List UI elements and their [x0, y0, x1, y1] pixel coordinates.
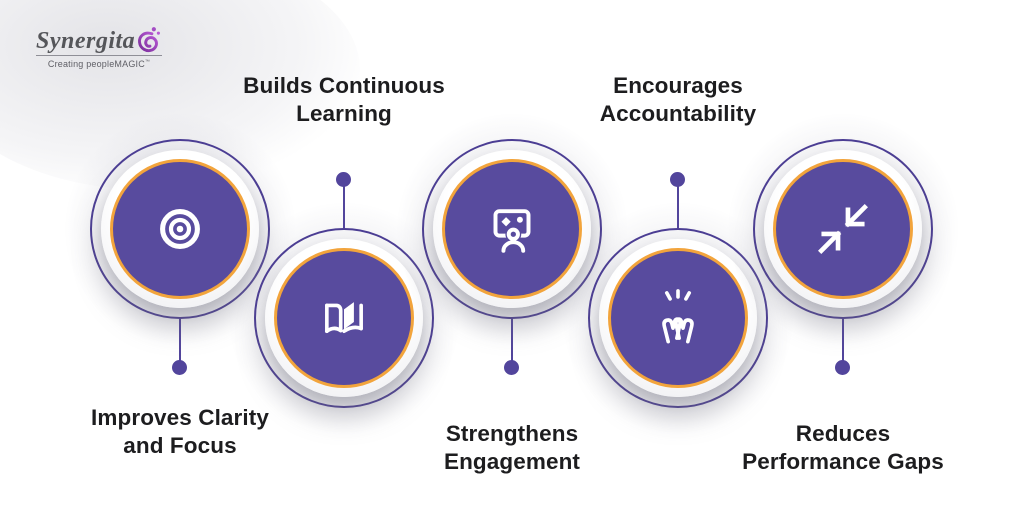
connector-line [179, 319, 181, 361]
purple-disc [442, 159, 582, 299]
purple-disc [608, 248, 748, 388]
purple-disc [773, 159, 913, 299]
outer-ring [753, 139, 933, 319]
logo-tagline: Creating peopleMAGIC™ [47, 59, 151, 69]
outer-ring [588, 228, 768, 408]
presenter-screen-icon [493, 209, 531, 253]
connector-dot [504, 360, 519, 375]
target-icon [160, 209, 200, 249]
logo-divider [36, 55, 162, 56]
outer-ring [90, 139, 270, 319]
connector-line [343, 186, 345, 228]
high-five-icon [662, 289, 694, 344]
purple-disc [274, 248, 414, 388]
connector-dot [336, 172, 351, 187]
connector-line [511, 319, 513, 361]
connector-dot [670, 172, 685, 187]
logo-swirl-icon [138, 27, 161, 53]
open-book-icon [325, 302, 363, 334]
connector-line [842, 319, 844, 361]
outer-ring [254, 228, 434, 408]
outer-ring [422, 139, 602, 319]
connector-dot [835, 360, 850, 375]
connector-dot [172, 360, 187, 375]
purple-disc [110, 159, 250, 299]
logo-wordmark: Synergita [36, 28, 136, 54]
synergita-logo: Synergita Creating peopleMAGIC™ [36, 24, 166, 69]
connector-line [677, 186, 679, 228]
converging-arrows-icon [818, 204, 868, 254]
